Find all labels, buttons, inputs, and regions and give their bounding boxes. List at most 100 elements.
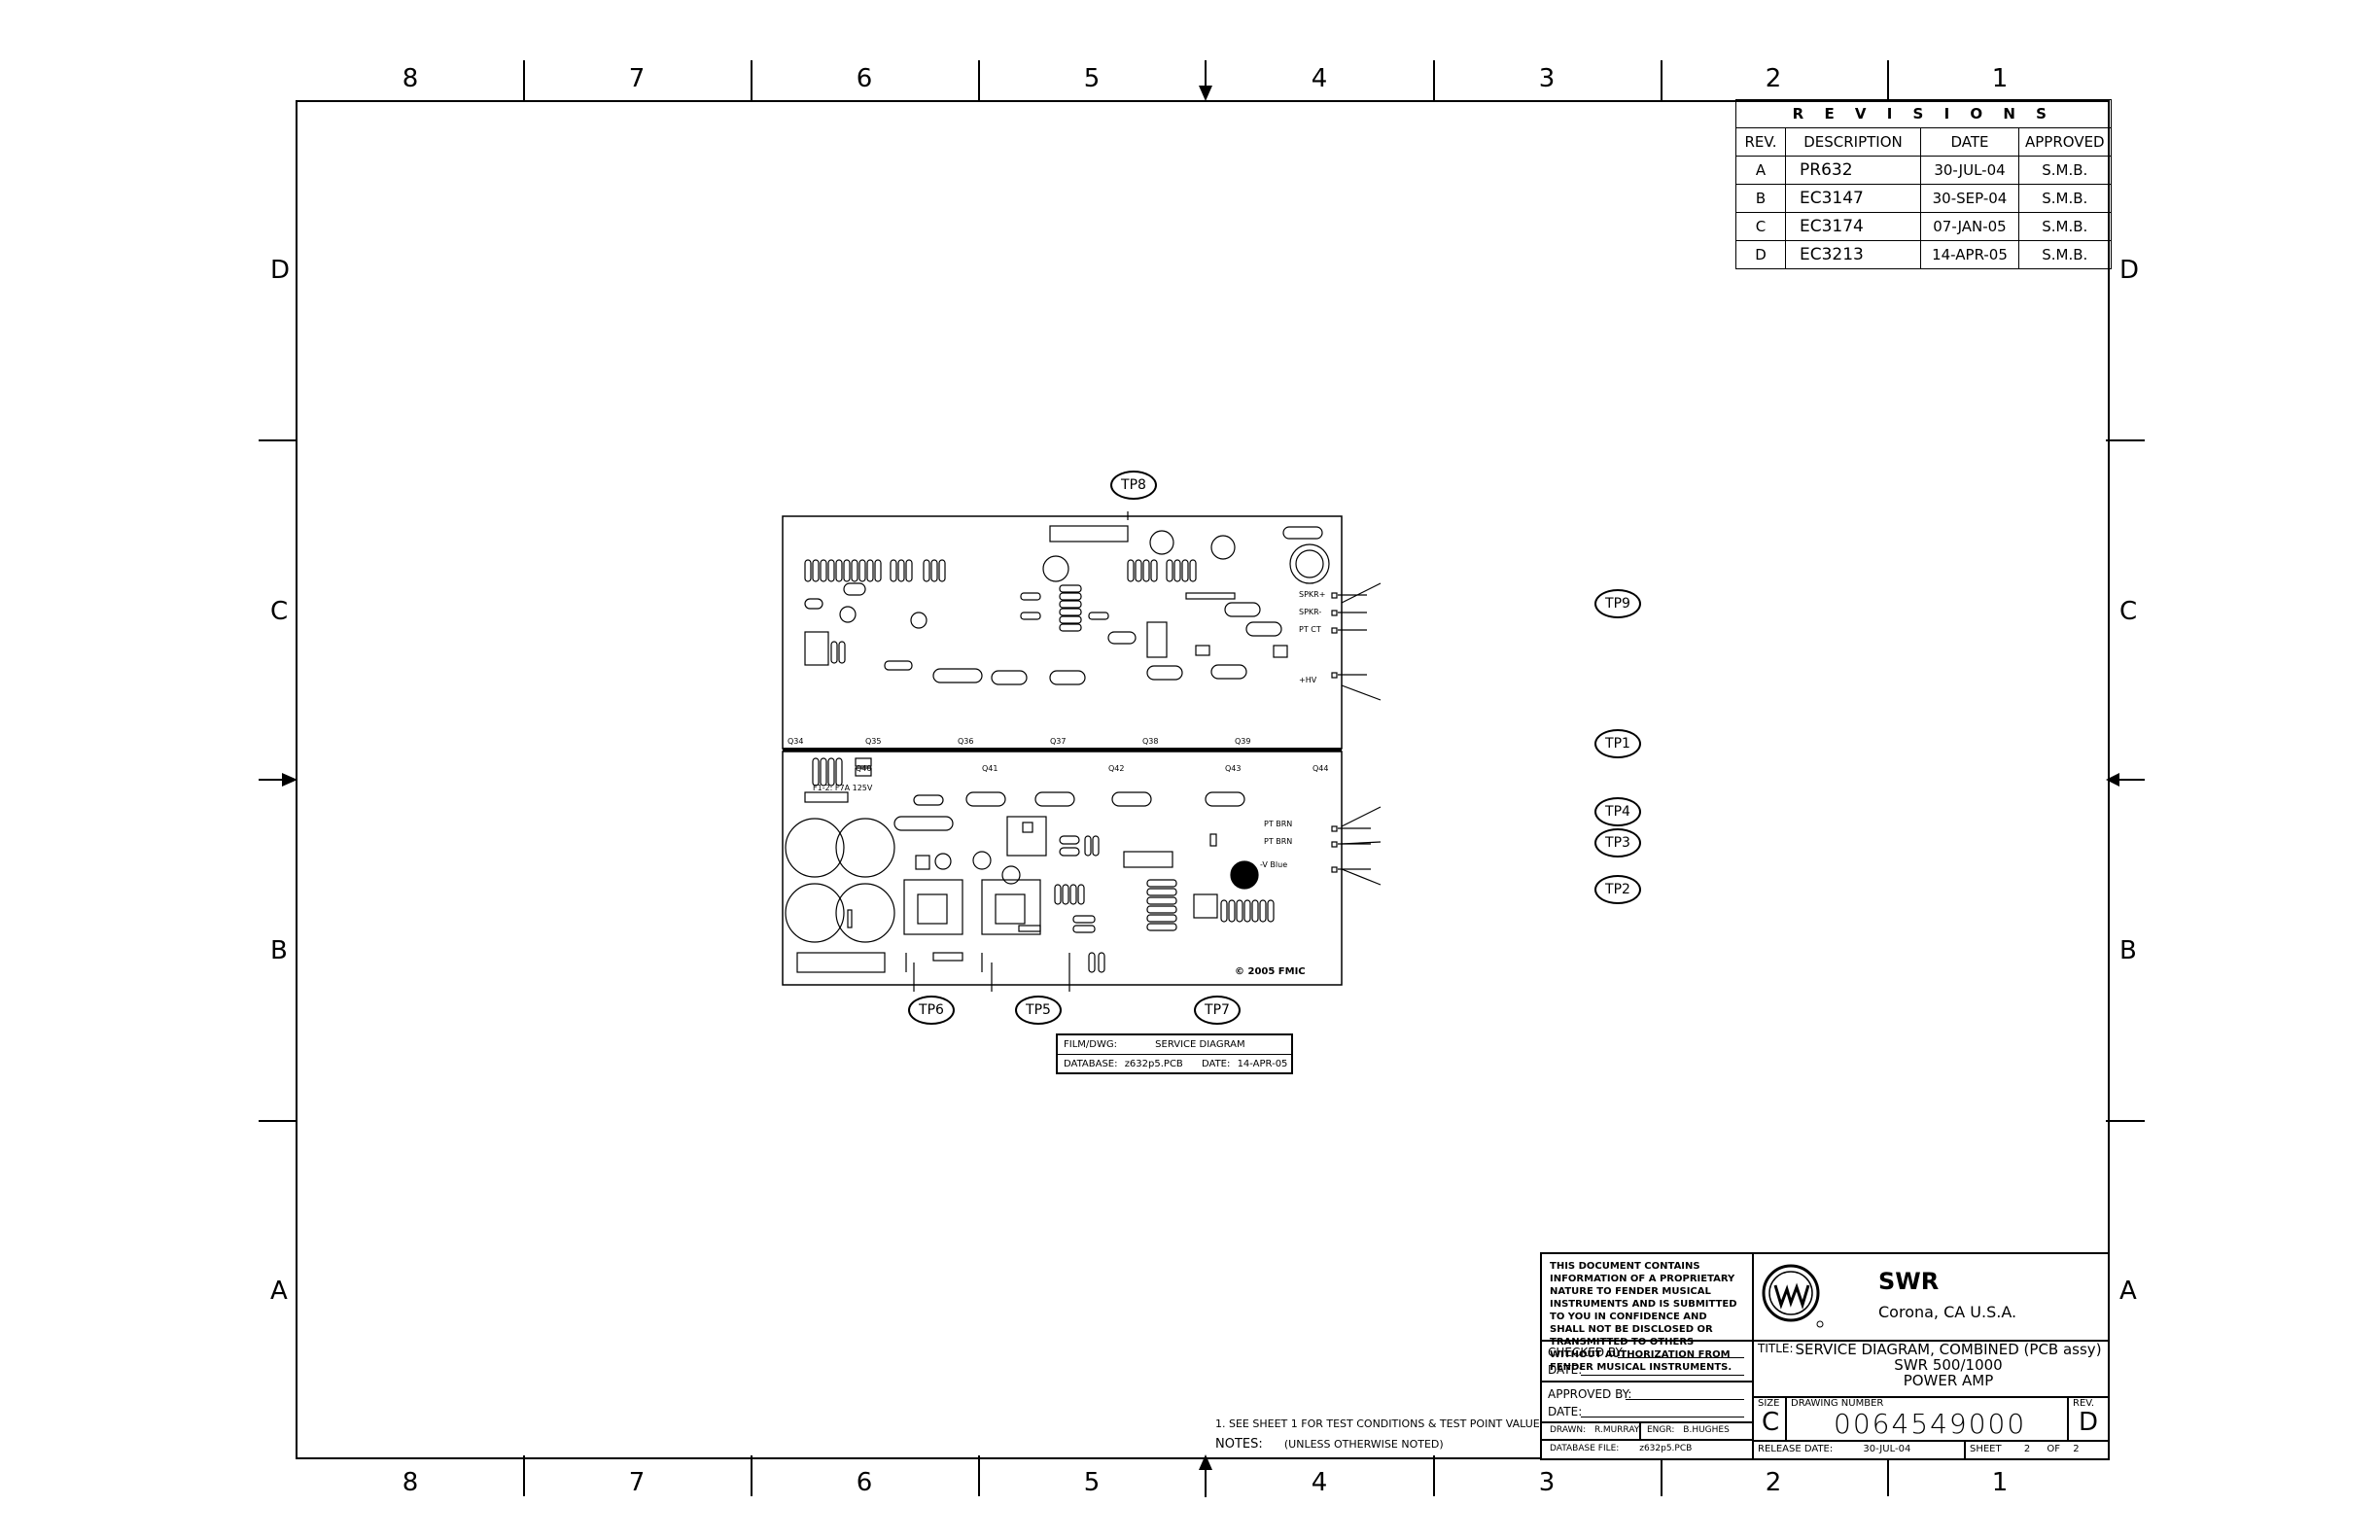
notes-heading: NOTES: (UNLESS OTHERWISE NOTED) <box>1215 1437 1444 1452</box>
pcb-bottom-connectors <box>1331 825 1371 873</box>
table-row: D EC3213 14-APR-05 S.M.B. <box>1735 240 2112 269</box>
zone-col-5: 5 <box>1083 1468 1101 1497</box>
zone-col-8: 8 <box>402 1468 419 1497</box>
rev-cell: S.M.B. <box>2018 156 2112 185</box>
pcb-transistor-label: Q42 <box>1108 764 1124 773</box>
rev-header: DATE <box>1920 127 2019 157</box>
rev-header: DESCRIPTION <box>1785 127 1921 157</box>
rev-cell: S.M.B. <box>2018 184 2112 213</box>
zone-col-8: 8 <box>402 64 419 93</box>
drawn-label: DRAWN: <box>1550 1425 1587 1435</box>
rev-cell: A <box>1735 156 1786 185</box>
size-label: SIZE <box>1758 1398 1780 1409</box>
sheet-label: SHEET <box>1970 1444 2002 1454</box>
rev-cell: S.M.B. <box>2018 212 2112 241</box>
engr-value: B.HUGHES <box>1683 1425 1730 1435</box>
rev-cell: PR632 <box>1785 156 1921 185</box>
date-label: DATE: <box>1548 1405 1583 1418</box>
film-date-value: 14-APR-05 <box>1237 1059 1288 1069</box>
test-point-tp5: TP5 <box>1015 996 1062 1025</box>
db-file-label: DATABASE FILE: <box>1550 1444 1620 1453</box>
title-line: SWR 500/1000 <box>1894 1356 2003 1374</box>
zone-row-b: B <box>270 936 288 965</box>
rev-cell: 07-JAN-05 <box>1920 212 2019 241</box>
rev-cell: EC3213 <box>1785 240 1921 269</box>
drawing-number-label: DRAWING NUMBER <box>1791 1398 1884 1409</box>
drawn-by: DRAWN: R.MURRAY <box>1550 1425 1639 1435</box>
pcb-connector-label: SPKR- <box>1299 608 1321 616</box>
company-name: SWR <box>1878 1268 1940 1295</box>
rev-cell: D <box>1735 240 1786 269</box>
release-label: RELEASE DATE: <box>1758 1444 1834 1454</box>
pcb-transistor-label: Q44 <box>1312 764 1328 773</box>
company-location: Corona, CA U.S.A. <box>1878 1303 2017 1321</box>
pcb-transistor-label: Q39 <box>1235 737 1250 746</box>
swr-logo <box>1762 1264 1824 1328</box>
proprietary-notice: THIS DOCUMENT CONTAINS INFORMATION OF A … <box>1550 1261 1737 1373</box>
film-label: FILM/DWG: <box>1064 1039 1117 1050</box>
test-point-tp7: TP7 <box>1194 996 1241 1025</box>
test-point-leaders <box>913 511 1382 992</box>
zone-row-c: C <box>270 597 289 626</box>
zone-col-5: 5 <box>1083 64 1101 93</box>
zone-col-2: 2 <box>1765 64 1782 93</box>
database-file: DATABASE FILE: z632p5.PCB <box>1550 1444 1692 1453</box>
note-item-1: 1. SEE SHEET 1 FOR TEST CONDITIONS & TES… <box>1215 1418 1547 1430</box>
rev-value: D <box>2079 1408 2099 1437</box>
drawing-number: 0064549000 <box>1834 1408 2027 1440</box>
rev-cell: 30-SEP-04 <box>1920 184 2019 213</box>
of-label: OF <box>2047 1444 2060 1454</box>
zone-row-a: A <box>270 1277 288 1306</box>
test-point-tp3: TP3 <box>1594 828 1641 858</box>
of-value: 2 <box>2073 1444 2080 1454</box>
pcb-connector-label: -V Blue <box>1260 860 1287 869</box>
rev-cell: 30-JUL-04 <box>1920 156 2019 185</box>
pcb-transistor-label: Q37 <box>1050 737 1066 746</box>
pcb-transistor-label: Q35 <box>865 737 881 746</box>
zone-col-2: 2 <box>1765 1468 1782 1497</box>
pcb-copyright: © 2005 FMIC <box>1235 966 1306 977</box>
revisions-title: R E V I S I O N S <box>1735 99 2112 128</box>
drawn-value: R.MURRAY <box>1594 1425 1640 1435</box>
rev-cell: S.M.B. <box>2018 240 2112 269</box>
title-line: SERVICE DIAGRAM, COMBINED (PCB assy) <box>1795 1341 2102 1358</box>
zone-col-3: 3 <box>1538 64 1556 93</box>
zone-col-7: 7 <box>628 64 646 93</box>
zone-col-4: 4 <box>1311 64 1328 93</box>
title-line: POWER AMP <box>1903 1372 1994 1389</box>
zone-col-7: 7 <box>628 1468 646 1497</box>
rev-cell: B <box>1735 184 1786 213</box>
rev-label: REV. <box>2073 1398 2094 1409</box>
date-label: DATE: <box>1548 1363 1583 1377</box>
pcb-transistor-label: Q34 <box>788 737 803 746</box>
table-row: A PR632 30-JUL-04 S.M.B. <box>1735 156 2112 185</box>
table-row: C EC3174 07-JAN-05 S.M.B. <box>1735 212 2112 241</box>
film-date-label: DATE: <box>1201 1059 1231 1069</box>
rev-cell: EC3147 <box>1785 184 1921 213</box>
zone-col-1: 1 <box>1991 1468 2009 1497</box>
pcb-fuse-label: F1-2: F7A 125V <box>813 784 873 792</box>
zone-row-c: C <box>2119 597 2138 626</box>
pcb-layout-diagram: SPKR+ SPKR- PT CT +HV Q34 Q35 Q36 Q37 Q3… <box>782 511 1382 992</box>
test-point-tp8: TP8 <box>1110 471 1157 500</box>
test-point-tp1: TP1 <box>1594 729 1641 758</box>
drawing-title: SERVICE DIAGRAM, COMBINED (PCB assy) SWR… <box>1793 1342 2104 1388</box>
pcb-transistor-label: Q36 <box>958 737 973 746</box>
pcb-transistor-label: Q38 <box>1142 737 1158 746</box>
zone-col-3: 3 <box>1538 1468 1556 1497</box>
zone-row-d: D <box>270 256 291 285</box>
rev-cell: C <box>1735 212 1786 241</box>
size-value: C <box>1762 1408 1780 1437</box>
pcb-connector-label: +HV <box>1299 676 1317 684</box>
checked-by-label: CHECKED BY: <box>1548 1346 1626 1359</box>
pcb-connector-label: PT BRN <box>1264 820 1292 828</box>
film-value: SERVICE DIAGRAM <box>1155 1039 1245 1050</box>
title-label: TITLE: <box>1758 1342 1794 1355</box>
rev-header: APPROVED <box>2018 127 2112 157</box>
rev-cell: EC3174 <box>1785 212 1921 241</box>
test-point-tp6: TP6 <box>908 996 955 1025</box>
zone-col-1: 1 <box>1991 64 2009 93</box>
zone-row-b: B <box>2119 936 2137 965</box>
pcb-transistor-label: Q43 <box>1225 764 1241 773</box>
